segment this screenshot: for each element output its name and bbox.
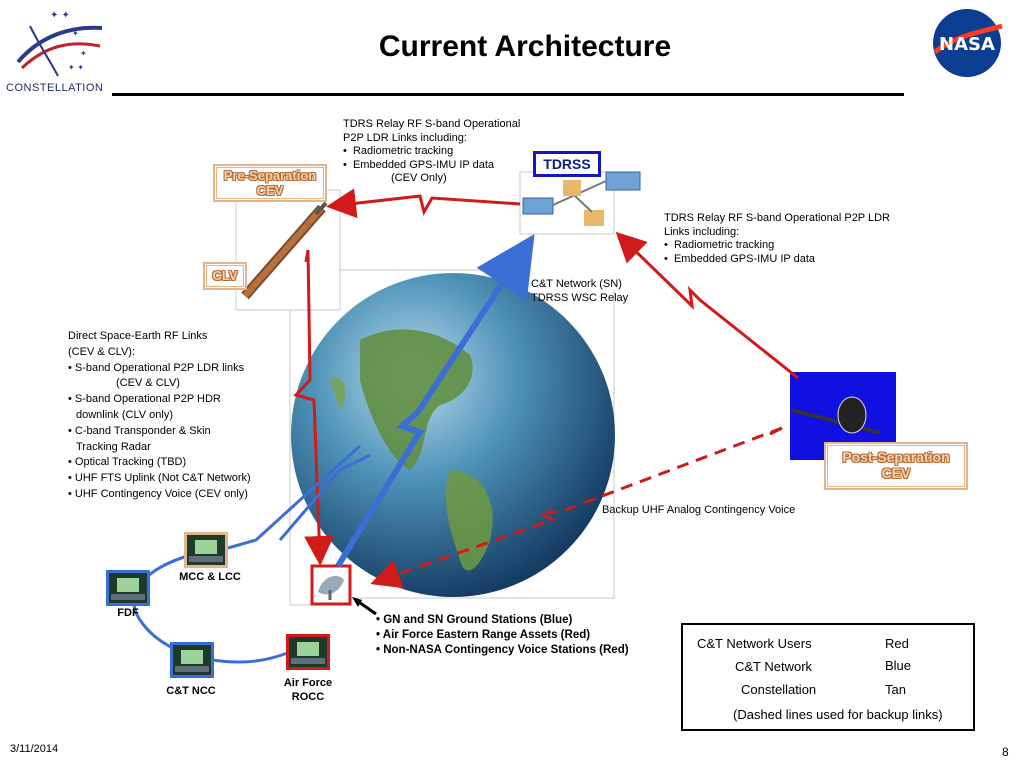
tdrss-satellite-graphic xyxy=(522,171,641,226)
legend-constellation-value: Tan xyxy=(885,682,906,697)
tdrs-left-tail: (CEV Only) xyxy=(391,172,447,184)
ground-stations-line-3: • Non-NASA Contingency Voice Stations (R… xyxy=(376,644,629,656)
tdrs-right-annotation: TDRS Relay RF S-band Operational P2P LDR… xyxy=(664,212,924,266)
direct-links-line-11: • UHF Contingency Voice (CEV only) xyxy=(68,487,248,500)
air-force-rocc-line-1: Air Force xyxy=(283,677,333,689)
launch-vehicle-graphic xyxy=(241,201,328,300)
ct-network-relay-line-1: C&T Network (SN) xyxy=(531,278,622,290)
svg-text:✦ ✦: ✦ ✦ xyxy=(50,10,70,21)
legend-users-label: C&T Network Users xyxy=(697,636,812,651)
tdrs-left-line-1: TDRS Relay RF S-band Operational xyxy=(343,118,521,130)
direct-links-line-8: Tracking Radar xyxy=(76,440,151,453)
svg-text:✦: ✦ xyxy=(80,49,87,58)
svg-text:✦ ✦: ✦ ✦ xyxy=(68,63,84,72)
ct-network-relay-label: C&T Network (SN) TDRSS WSC Relay xyxy=(531,278,651,305)
ct-network-relay-line-2: TDRSS WSC Relay xyxy=(531,291,629,304)
air-force-rocc-station xyxy=(286,634,330,670)
direct-links-line-6: downlink (CLV only) xyxy=(76,408,174,421)
direct-links-line-5: • S-band Operational P2P HDR xyxy=(68,393,221,406)
legend-network-value: Blue xyxy=(885,658,912,673)
fdf-station xyxy=(106,570,150,606)
direct-links-line-3: • S-band Operational P2P LDR links xyxy=(68,361,245,374)
title-rule xyxy=(112,93,904,96)
svg-text:✦: ✦ xyxy=(72,29,79,38)
earth-globe xyxy=(291,273,615,597)
direct-links-line-9: • Optical Tracking (TBD) xyxy=(68,456,187,469)
svg-text:NASA: NASA xyxy=(939,34,995,55)
tdrs-right-line-2: Links including: xyxy=(664,225,740,238)
tdrs-left-annotation: TDRS Relay RF S-band Operational P2P LDR… xyxy=(343,118,553,186)
post-separation-label-1: Post-Separation xyxy=(842,449,950,465)
fdf-label: FDF xyxy=(117,607,139,619)
cev-spacecraft-graphic xyxy=(791,396,881,435)
mcc-lcc-station xyxy=(184,532,228,568)
ground-stations-line-1: • GN and SN Ground Stations (Blue) xyxy=(376,614,573,626)
pre-separation-label-1: Pre-Separation xyxy=(223,168,317,183)
air-force-rocc-label: Air Force ROCC xyxy=(270,676,346,704)
ct-ncc-label: C&T NCC xyxy=(166,685,216,697)
pre-separation-cev-box: Pre-Separation CEV xyxy=(213,164,327,202)
page-title: Current Architecture xyxy=(378,30,672,63)
direct-links-line-10: • UHF FTS Uplink (Not C&T Network) xyxy=(68,472,251,485)
tdrss-label: TDRSS xyxy=(533,151,601,177)
constellation-logo: ✦ ✦ ✦ ✦ ✦ ✦ xyxy=(10,6,110,84)
legend-users-value: Red xyxy=(885,636,909,651)
constellation-logo-text: CONSTELLATION xyxy=(6,82,104,94)
direct-links-annotation: Direct Space-Earth RF Links (CEV & CLV):… xyxy=(68,329,298,503)
direct-links-line-7: • C-band Transponder & Skin xyxy=(68,424,211,437)
tdrs-right-line-1: TDRS Relay RF S-band Operational P2P LDR xyxy=(664,212,891,224)
legend-box: C&T Network Users Red C&T Network Blue C… xyxy=(681,623,975,731)
clv-box: CLV xyxy=(203,262,247,290)
nasa-logo: NASA xyxy=(930,6,1004,80)
clv-label: CLV xyxy=(212,268,238,283)
tdrs-right-bullet-2: • Embedded GPS-IMU IP data xyxy=(664,252,816,265)
post-separation-label-2: CEV xyxy=(881,465,911,481)
direct-links-line-4: (CEV & CLV) xyxy=(116,377,180,390)
pre-separation-label-2: CEV xyxy=(256,183,284,198)
ground-stations-list: • GN and SN Ground Stations (Blue) • Air… xyxy=(376,613,629,658)
direct-links-line-2: (CEV & CLV): xyxy=(68,345,136,358)
mcc-lcc-label: MCC & LCC xyxy=(179,571,241,583)
air-force-rocc-line-2: ROCC xyxy=(291,691,325,703)
backup-uhf-label: Backup UHF Analog Contingency Voice xyxy=(602,504,796,516)
ct-ncc-station xyxy=(170,642,214,678)
legend-network-label: C&T Network xyxy=(735,659,813,674)
direct-links-line-1: Direct Space-Earth RF Links xyxy=(68,330,208,342)
footer-date: 3/11/2014 xyxy=(10,743,59,755)
legend-constellation-label: Constellation xyxy=(741,682,817,697)
tdrs-left-line-2: P2P LDR Links including: xyxy=(343,131,467,144)
tdrs-right-bullet-1: • Radiometric tracking xyxy=(664,239,775,251)
legend-note: (Dashed lines used for backup links) xyxy=(733,707,943,722)
page-number: 8 xyxy=(1002,745,1009,759)
tdrs-left-bullet-2: • Embedded GPS-IMU IP data xyxy=(343,158,495,171)
ground-stations-line-2: • Air Force Eastern Range Assets (Red) xyxy=(376,629,591,641)
post-separation-cev-box: Post-Separation CEV xyxy=(824,442,968,490)
tdrs-left-bullet-1: • Radiometric tracking xyxy=(343,145,454,157)
